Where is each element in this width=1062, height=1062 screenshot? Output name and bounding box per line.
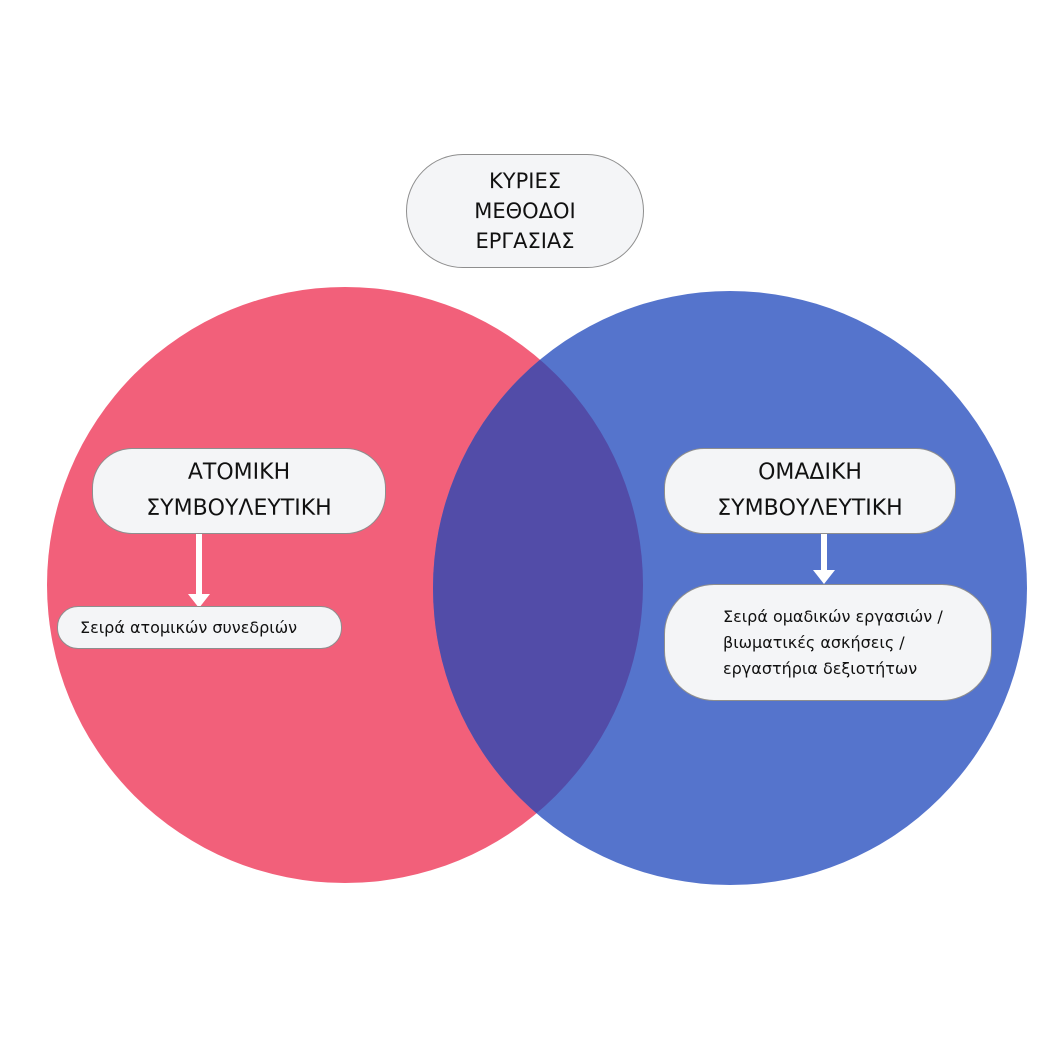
- group-activities-box: Σειρά ομαδικών εργασιών / βιωματικές ασκ…: [664, 584, 992, 701]
- arrow-down-icon: [813, 534, 835, 584]
- arrow-down-icon: [188, 534, 210, 608]
- individual-sessions-box: Σειρά ατομικών συνεδριών: [57, 606, 342, 649]
- individual-counseling-label: ΑΤΟΜΙΚΗ ΣΥΜΒΟΥΛΕΥΤΙΚΗ: [146, 460, 332, 521]
- group-activities-label: Σειρά ομαδικών εργασιών / βιωματικές ασκ…: [723, 606, 943, 678]
- individual-sessions-label: Σειρά ατομικών συνεδριών: [80, 618, 298, 637]
- title-box: ΚΥΡΙΕΣ ΜΕΘΟΔΟΙ ΕΡΓΑΣΙΑΣ: [406, 154, 644, 268]
- individual-counseling-box: ΑΤΟΜΙΚΗ ΣΥΜΒΟΥΛΕΥΤΙΚΗ: [92, 448, 386, 534]
- overlap-region: [433, 291, 643, 883]
- group-counseling-label: ΟΜΑΔΙΚΗ ΣΥΜΒΟΥΛΕΥΤΙΚΗ: [717, 460, 903, 521]
- group-counseling-box: ΟΜΑΔΙΚΗ ΣΥΜΒΟΥΛΕΥΤΙΚΗ: [664, 448, 956, 534]
- title-label: ΚΥΡΙΕΣ ΜΕΘΟΔΟΙ ΕΡΓΑΣΙΑΣ: [474, 169, 576, 253]
